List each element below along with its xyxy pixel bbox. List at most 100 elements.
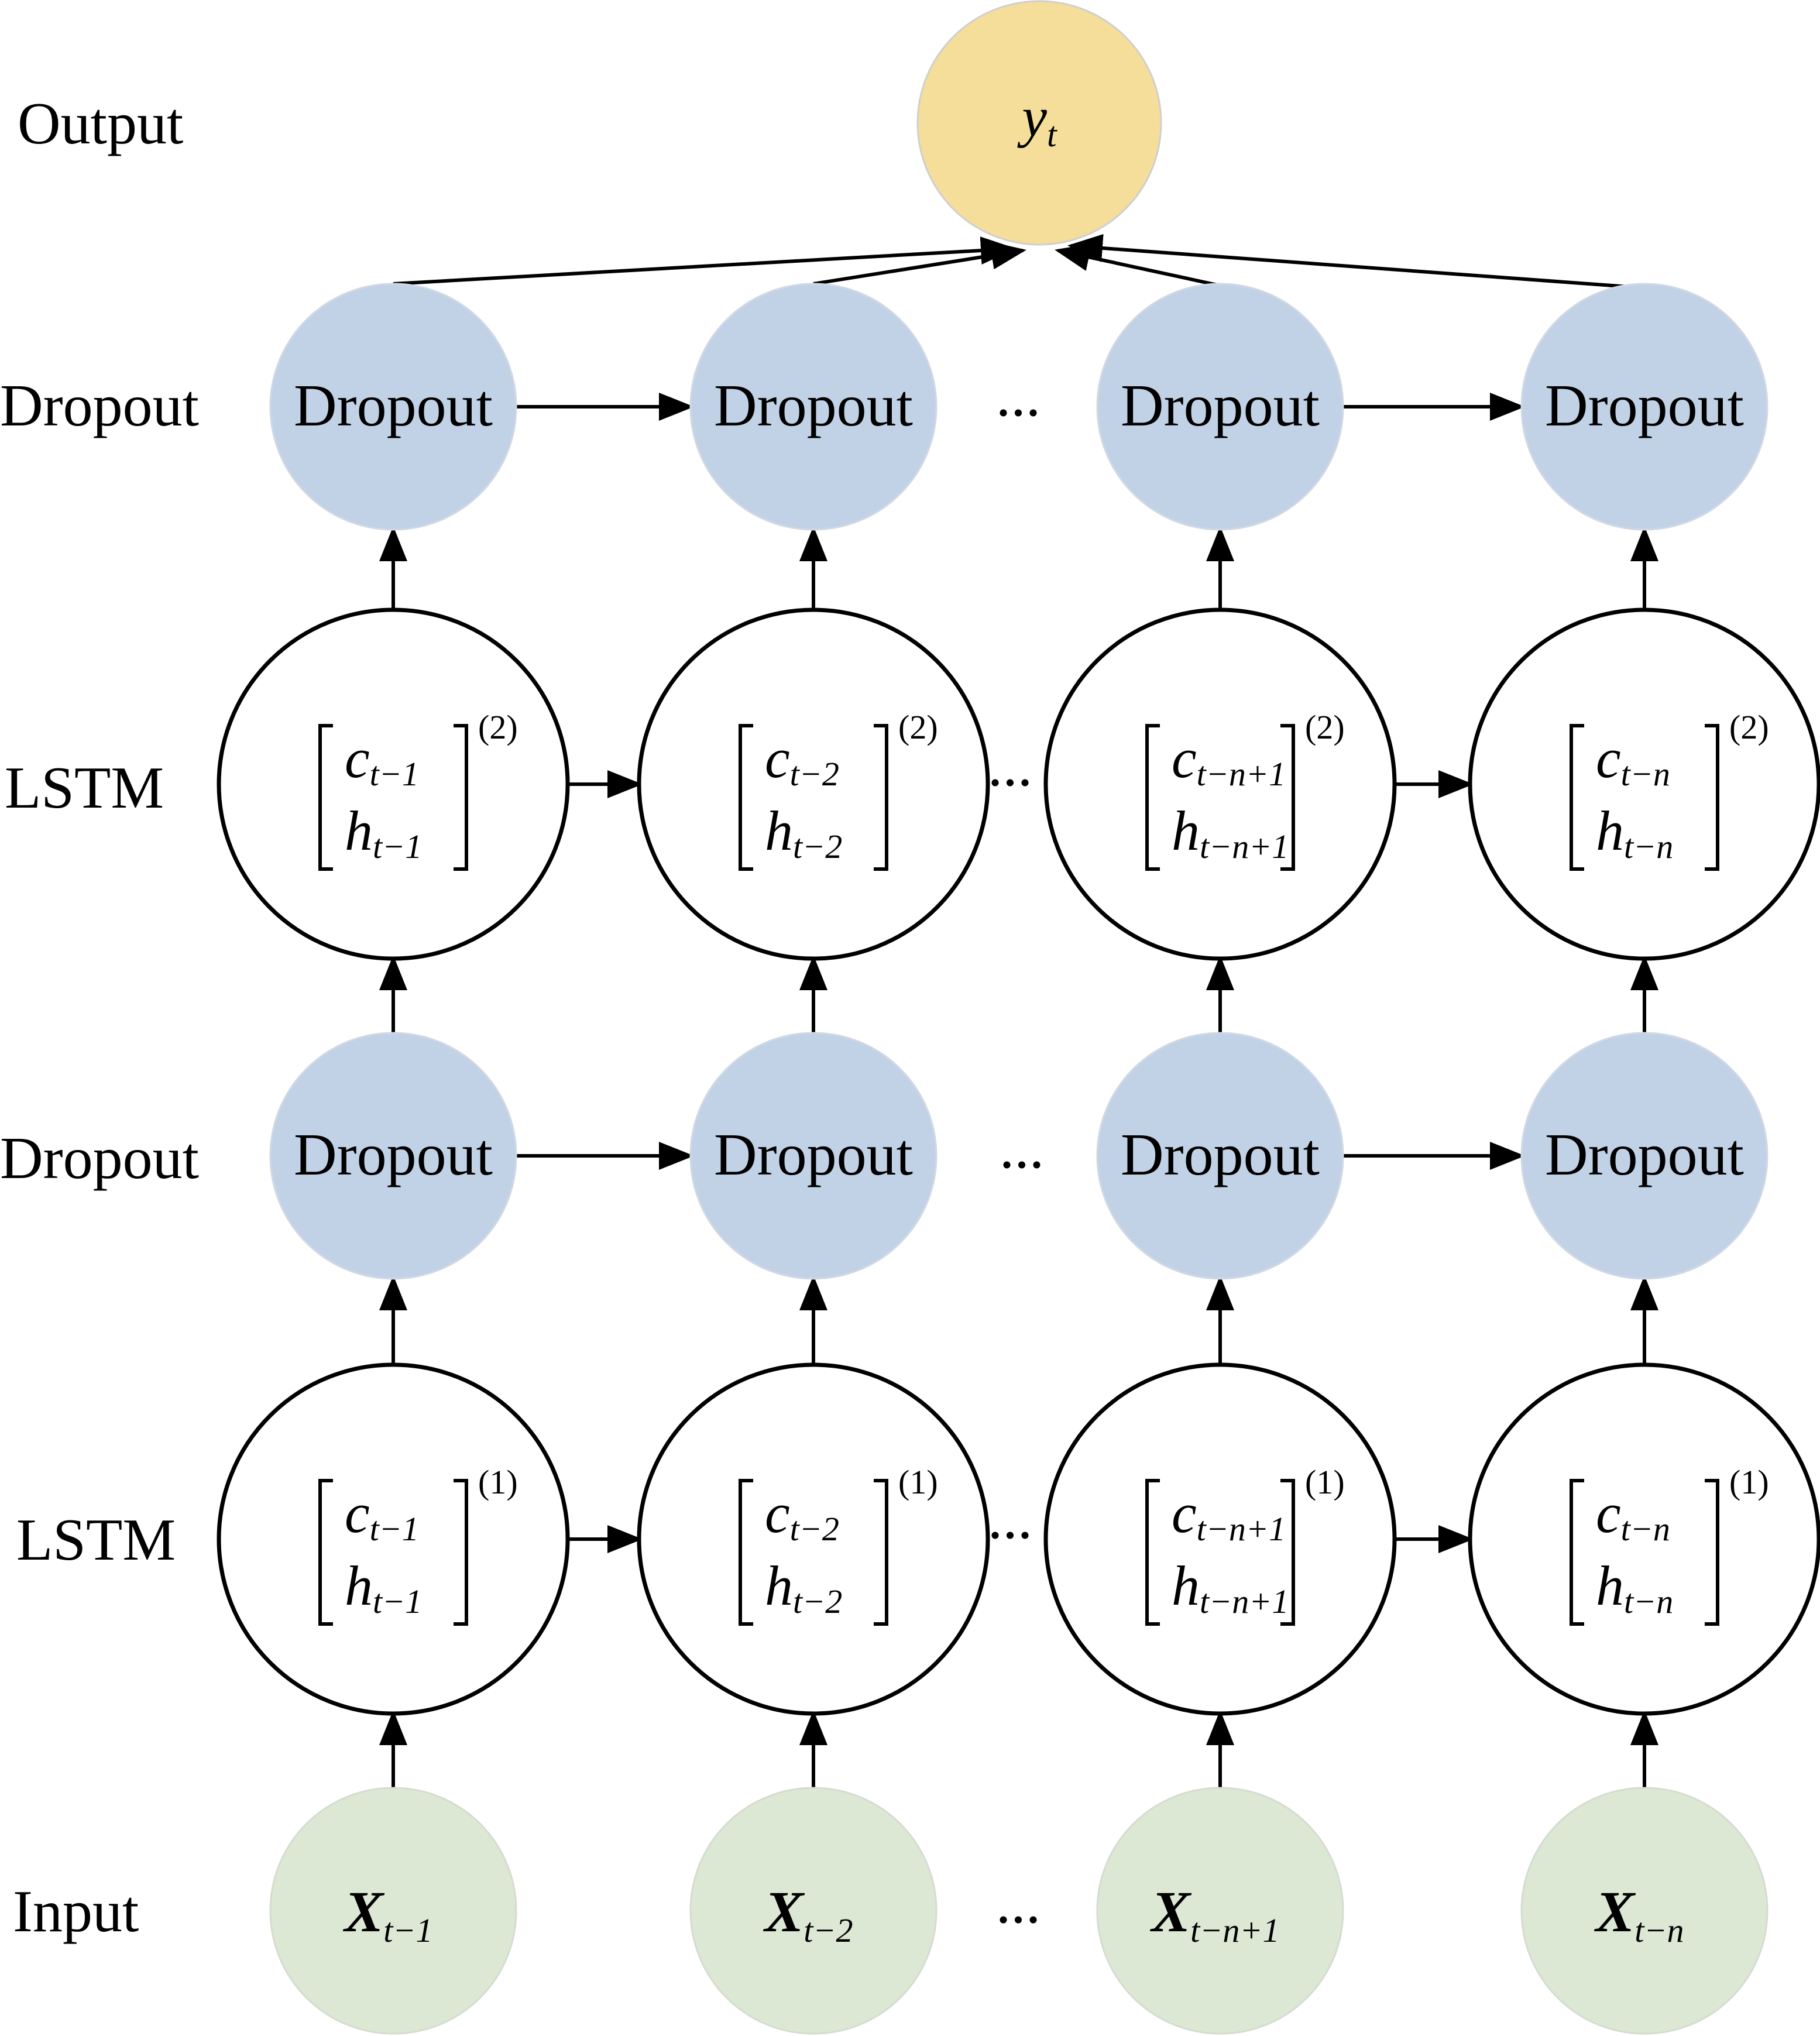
lstm-upper-node-4: ct−nht−n (2)	[1468, 607, 1820, 961]
dropout-lower-node-1: Dropout	[269, 1032, 517, 1280]
lstm-upper-node-3-hidden-state: ht−n+1	[1172, 799, 1289, 866]
lstm-upper-node-4-hidden-state: ht−n	[1596, 799, 1673, 866]
lstm-upper-node-4-layer-superscript: (2)	[1729, 708, 1769, 746]
lstm-lower-node-2-cell-state: ct−2	[765, 1482, 839, 1548]
lstm-upper-node-2-cell-state: ct−2	[765, 727, 839, 793]
lstm-upper-node-3-right-bracket	[1280, 724, 1295, 871]
lstm-upper-node-3-circle	[1043, 607, 1397, 961]
lstm-upper-node-1-hidden-state: ht−1	[345, 799, 422, 866]
input-node-3: Xt−n+1	[1096, 1787, 1344, 2035]
lstm-upper-node-1-right-bracket	[454, 724, 468, 871]
lstm-upper-node-4-circle	[1468, 607, 1820, 961]
ellipsis-input: ...	[996, 1870, 1041, 1936]
lstm-lower-node-3: ct−n+1ht−n+1 (1)	[1043, 1362, 1397, 1716]
lstm-lower-node-1-left-bracket	[318, 1479, 333, 1626]
dropout-lower-node-4: Dropout	[1520, 1032, 1769, 1280]
lstm-upper-node-2-hidden-state: ht−2	[765, 799, 842, 866]
lstm-upper-node-4-left-bracket	[1570, 724, 1584, 871]
lstm-lower-node-4-layer-superscript: (1)	[1729, 1463, 1769, 1501]
lstm-upper-node-1-layer-superscript: (2)	[478, 708, 518, 746]
lstm-lower-node-1-right-bracket	[454, 1479, 468, 1626]
lstm-upper-node-2: ct−2ht−2(2)	[637, 607, 990, 961]
output-node: yt	[916, 0, 1162, 246]
lstm-lower-node-3-layer-superscript: (1)	[1305, 1463, 1345, 1501]
lstm-lower-node-1-layer-superscript: (1)	[478, 1463, 518, 1501]
dropout-upper-node-4-label: Dropout	[1545, 373, 1744, 439]
ellipsis-dropout-lower: ...	[1000, 1115, 1045, 1181]
lstm-lower-node-4: ct−nht−n (1)	[1468, 1362, 1820, 1716]
lstm-lower-node-2-circle	[637, 1362, 990, 1716]
dropout-lower-node-1-circle	[269, 1032, 517, 1280]
input-node-2: Xt−2	[689, 1787, 938, 2035]
dropout-lower-node-2-circle	[689, 1032, 938, 1280]
lstm-lower-node-3-hidden-state: ht−n+1	[1172, 1554, 1289, 1620]
input-node-3-label: Xt−n+1	[1149, 1879, 1279, 1949]
input-node-3-circle	[1096, 1787, 1344, 2035]
dropout-lower-node-1-label: Dropout	[294, 1122, 493, 1188]
edge-dropout-to-output-1	[393, 236, 1016, 286]
input-node-1: Xt−1	[269, 1787, 517, 2035]
dropout-upper-node-3-label: Dropout	[1121, 373, 1320, 439]
lstm-lower-node-1-hidden-state: ht−1	[345, 1554, 422, 1620]
lstm-upper-node-4-cell-state: ct−n	[1596, 727, 1670, 793]
dropout-lower-node-3: Dropout	[1096, 1032, 1344, 1280]
lstm-lower-node-3-cell-state: ct−n+1	[1172, 1482, 1286, 1548]
edges-group	[379, 234, 1658, 1788]
lstm-upper-node-4-right-bracket	[1705, 724, 1719, 871]
input-node-1-label: Xt−1	[343, 1879, 433, 1949]
lstm-upper-node-1-circle	[217, 607, 570, 961]
input-node-2-label: Xt−2	[763, 1879, 853, 1949]
lstm-lower-node-4-hidden-state: ht−n	[1596, 1554, 1673, 1620]
output-node-circle	[916, 0, 1162, 246]
row-label-lstm-lower: LSTM	[16, 1507, 176, 1573]
edge-dropout-to-output-2	[813, 241, 1026, 286]
edge-dropout-to-output-4	[1067, 234, 1645, 290]
dropout-lower-node-3-label: Dropout	[1121, 1122, 1320, 1188]
input-node-4: Xt−n	[1520, 1787, 1769, 2035]
ellipsis-lstm-upper: ...	[988, 733, 1033, 799]
lstm-upper-node-3-layer-superscript: (2)	[1305, 708, 1345, 746]
lstm-lower-node-4-right-bracket	[1705, 1479, 1719, 1626]
row-label-lstm-upper: LSTM	[5, 755, 164, 821]
ellipsis-lstm-lower: ...	[988, 1485, 1033, 1551]
lstm-lower-node-1-cell-state: ct−1	[345, 1482, 419, 1548]
lstm-lower-node-2-left-bracket	[739, 1479, 753, 1626]
dropout-lower-node-2: Dropout	[689, 1032, 938, 1280]
dropout-upper-node-1-circle	[269, 283, 517, 531]
dropout-lower-node-3-circle	[1096, 1032, 1344, 1280]
lstm-lower-node-1: ct−1ht−1 (1)	[217, 1362, 570, 1716]
lstm-lower-node-2-right-bracket	[874, 1479, 888, 1626]
lstm-lower-node-2: ct−2ht−2(1)	[637, 1362, 990, 1716]
lstm-upper-node-1-left-bracket	[318, 724, 333, 871]
lstm-upper-node-1: ct−1ht−1 (2)	[217, 607, 570, 961]
input-node-4-circle	[1520, 1787, 1769, 2035]
lstm-upper-node-3-left-bracket	[1145, 724, 1160, 871]
input-node-2-circle	[689, 1787, 938, 2035]
row-label-dropout-upper: Dropout	[0, 373, 199, 439]
lstm-lower-node-3-right-bracket	[1280, 1479, 1295, 1626]
lstm-upper-node-1-cell-state: ct−1	[345, 727, 419, 793]
lstm-lower-node-4-cell-state: ct−n	[1596, 1482, 1670, 1548]
dropout-lower-node-4-circle	[1520, 1032, 1769, 1280]
lstm-upper-node-2-right-bracket	[874, 724, 888, 871]
lstm-upper-node-3: ct−n+1ht−n+1(2)	[1043, 607, 1397, 961]
dropout-lower-node-4-label: Dropout	[1545, 1122, 1744, 1188]
output-node-label: yt	[1017, 85, 1057, 154]
lstm-lower-node-4-left-bracket	[1570, 1479, 1584, 1626]
lstm-lower-node-1-circle	[217, 1362, 570, 1716]
lstm-lower-node-3-left-bracket	[1145, 1479, 1160, 1626]
row-label-dropout-lower: Dropout	[0, 1125, 199, 1192]
dropout-upper-node-3: Dropout	[1096, 283, 1344, 531]
dropout-upper-node-2-circle	[689, 283, 938, 531]
dropout-upper-node-4: Dropout	[1520, 283, 1769, 531]
lstm-upper-node-2-circle	[637, 607, 990, 961]
lstm-upper-node-2-left-bracket	[739, 724, 753, 871]
dropout-lower-node-2-label: Dropout	[714, 1122, 913, 1188]
lstm-lower-node-2-hidden-state: ht−2	[765, 1554, 842, 1620]
ellipsis-dropout-upper: ...	[996, 363, 1041, 429]
input-node-1-circle	[269, 1787, 517, 2035]
input-node-4-label: Xt−n	[1594, 1879, 1684, 1949]
dropout-upper-node-1-label: Dropout	[294, 373, 493, 439]
nodes-group: Dropoutct−1ht−1(2)Dropoutct−1ht−1(1)Xt−1…	[217, 283, 1820, 2035]
row-label-output: Output	[18, 91, 183, 157]
